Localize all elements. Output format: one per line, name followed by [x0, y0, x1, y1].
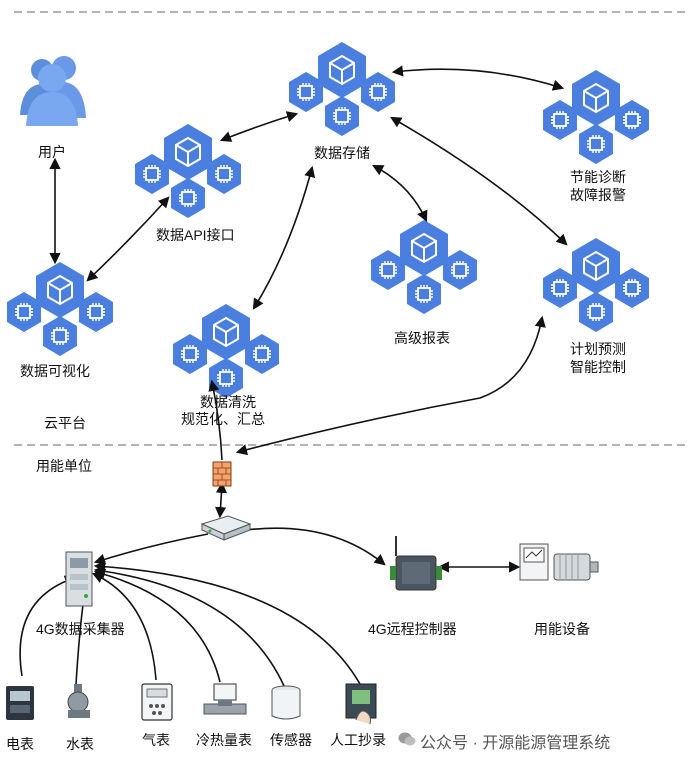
router-icon: [200, 515, 252, 541]
label-data-clean-1: 数据清洗: [200, 394, 256, 410]
label-data-storage: 数据存储: [314, 145, 370, 161]
sensor-icon: [271, 685, 301, 720]
data-clean-cluster: [173, 304, 279, 398]
label-controller-4g: 4G远程控制器: [368, 621, 457, 637]
watermark: 公众号 · 开源能源管理系统: [420, 735, 611, 752]
electric-meter-icon: [6, 686, 34, 720]
water-meter-icon: [67, 684, 90, 718]
user-icon: [20, 56, 86, 126]
label-energy-equipment: 用能设备: [534, 621, 590, 637]
plan-forecast-cluster: [543, 238, 649, 332]
label-meter-heat: 冷热量表: [196, 732, 252, 748]
collector-4g-icon: [65, 551, 93, 607]
label-meter-gas: 气表: [142, 732, 170, 748]
label-data-api: 数据API接口: [156, 227, 235, 243]
label-data-clean-2: 规范化、汇总: [181, 411, 265, 427]
label-sensor: 传感器: [270, 732, 312, 748]
label-meter-electric: 电表: [6, 736, 34, 752]
advanced-report-cluster: [371, 220, 477, 314]
energy-equipment-icon: [519, 543, 599, 581]
gas-meter-icon: [141, 683, 173, 721]
label-collector-4g: 4G数据采集器: [36, 621, 125, 637]
firewall-icon: [212, 461, 232, 487]
label-meter-water: 水表: [66, 736, 94, 752]
label-energy-unit: 用能单位: [36, 458, 92, 474]
label-manual-read: 人工抄录: [330, 732, 386, 748]
label-advanced-report: 高级报表: [394, 330, 450, 346]
energy-diagnosis-cluster: [543, 70, 649, 164]
manual-read-icon: [345, 683, 377, 725]
label-cloud-platform: 云平台: [44, 415, 86, 431]
label-energy-diag-2: 故障报警: [570, 187, 626, 203]
label-plan-forecast-2: 智能控制: [570, 359, 626, 375]
label-energy-diag-1: 节能诊断: [570, 169, 626, 185]
label-user: 用户: [38, 144, 66, 160]
data-viz-cluster: [7, 262, 113, 356]
connections: [19, 65, 568, 687]
label-data-viz: 数据可视化: [20, 363, 90, 379]
heat-meter-icon: [203, 683, 247, 715]
data-storage-cluster: [289, 42, 395, 136]
label-plan-forecast-1: 计划预测: [570, 341, 626, 357]
controller-4g-icon: [390, 536, 442, 591]
wechat-icon: [398, 732, 416, 746]
